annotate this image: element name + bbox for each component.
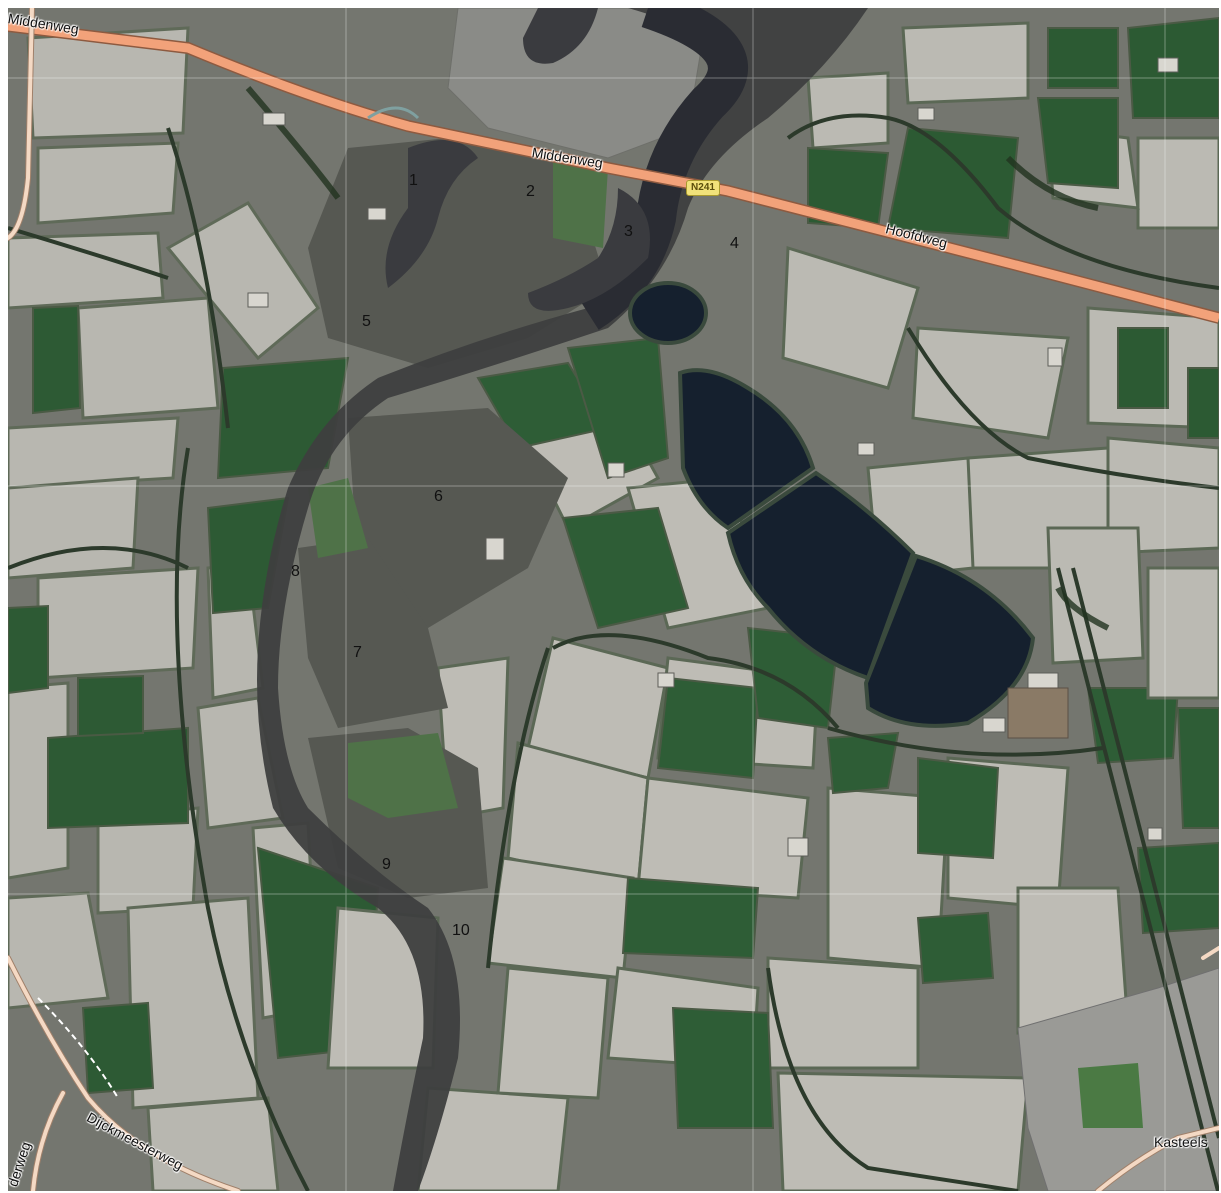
map-view[interactable]: Middenweg Middenweg Hoofdweg Dijckmeeste… xyxy=(8,8,1219,1191)
field-parcels-west xyxy=(8,26,320,1191)
town-north xyxy=(447,8,709,159)
grid-lines xyxy=(8,8,1219,1191)
satellite-imagery xyxy=(8,8,1219,1191)
marker-2: 2 xyxy=(526,183,535,200)
minor-roads xyxy=(8,8,1219,1191)
green-fields-east xyxy=(807,16,1219,439)
green-fields-west xyxy=(8,304,380,1095)
reservoir-middle xyxy=(725,470,916,681)
industrial-site xyxy=(1007,687,1069,739)
marker-4: 4 xyxy=(730,235,739,252)
dashed-path xyxy=(37,997,119,1099)
marker-6: 6 xyxy=(434,488,443,505)
green-fields-center xyxy=(476,336,1219,1129)
wetland-ponds xyxy=(385,8,650,311)
reservoir-small xyxy=(628,281,708,345)
marker-7: 7 xyxy=(353,644,362,661)
farmsteads xyxy=(247,57,1179,857)
marker-5: 5 xyxy=(362,313,371,330)
circle-road xyxy=(367,106,420,120)
marker-8: 8 xyxy=(291,563,300,580)
reservoir-south xyxy=(863,553,1036,728)
route-shield: N241 xyxy=(686,180,720,196)
road-label-kasteels: Kasteels xyxy=(1154,1134,1208,1150)
marker-9: 9 xyxy=(382,856,391,873)
reservoir-north xyxy=(677,368,816,531)
marker-10: 10 xyxy=(452,922,470,939)
tree-rows xyxy=(245,86,1110,631)
marker-1: 1 xyxy=(409,172,418,189)
town-park xyxy=(1078,1063,1143,1128)
reservoirs xyxy=(628,281,1036,728)
main-road xyxy=(8,20,1219,324)
reserve-grass xyxy=(308,158,608,818)
canals xyxy=(8,113,1219,1191)
marker-3: 3 xyxy=(624,223,633,240)
